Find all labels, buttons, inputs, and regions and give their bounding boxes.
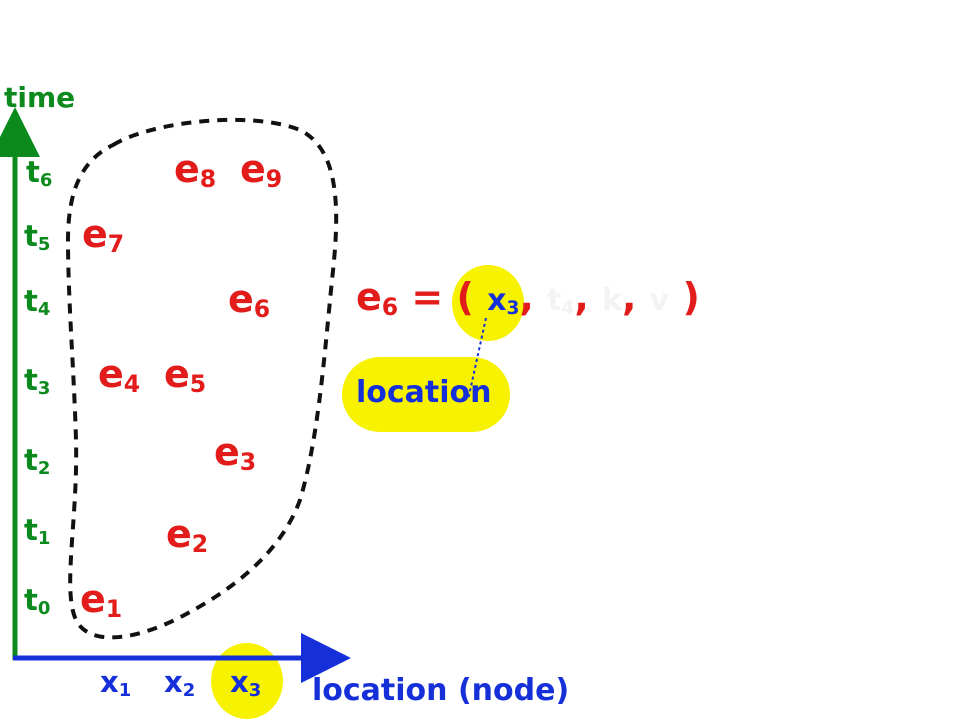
time-tick-t3: t3 [24, 363, 51, 399]
formula-comma-2: , [574, 275, 589, 319]
formula-equals: = [411, 275, 444, 319]
time-tick-t2: t2 [24, 443, 51, 479]
event-e9: e9 [240, 147, 283, 194]
formula-close-paren: ) [682, 275, 700, 319]
location-tick-x2: x2 [164, 665, 196, 701]
x3-axis-highlight [211, 643, 283, 719]
formula-v: v [649, 283, 670, 318]
event-e1: e1 [80, 577, 123, 624]
location-axis-label: location (node) [312, 673, 570, 708]
time-tick-t0: t0 [24, 583, 51, 619]
formula-comma-1: , [519, 275, 534, 319]
time-axis-label: time [4, 81, 76, 114]
event-e8: e8 [174, 147, 217, 194]
location-connector [467, 317, 487, 401]
formula-open-paren: ( [456, 275, 474, 319]
x3-formula-highlight [452, 265, 524, 341]
formula-k: k [602, 283, 622, 318]
event-e3: e3 [214, 430, 257, 477]
event-e4: e4 [98, 352, 141, 399]
event-e6: e6 [228, 277, 271, 324]
time-tick-t6: t6 [26, 155, 53, 191]
time-tick-t4: t4 [24, 284, 51, 320]
event-e5: e5 [164, 352, 207, 399]
location-tick-x1: x1 [100, 665, 132, 701]
formula-location: x3 [487, 283, 520, 320]
location-tick-x3: x3 [230, 665, 262, 701]
formula-comma-3: , [622, 275, 637, 319]
time-tick-t1: t1 [24, 513, 51, 549]
formula-lhs: e6 [356, 275, 399, 322]
event-e7: e7 [82, 212, 125, 259]
location-callout-label: location [356, 375, 492, 410]
time-tick-t5: t5 [24, 219, 51, 255]
event-boundary-dashed [65, 117, 339, 640]
location-callout-bubble [342, 357, 510, 432]
event-e2: e2 [166, 512, 209, 559]
formula-time: t4 [547, 283, 575, 320]
event-tuple-formula: e6 = ( x3, t4, k, v ) [356, 275, 700, 322]
